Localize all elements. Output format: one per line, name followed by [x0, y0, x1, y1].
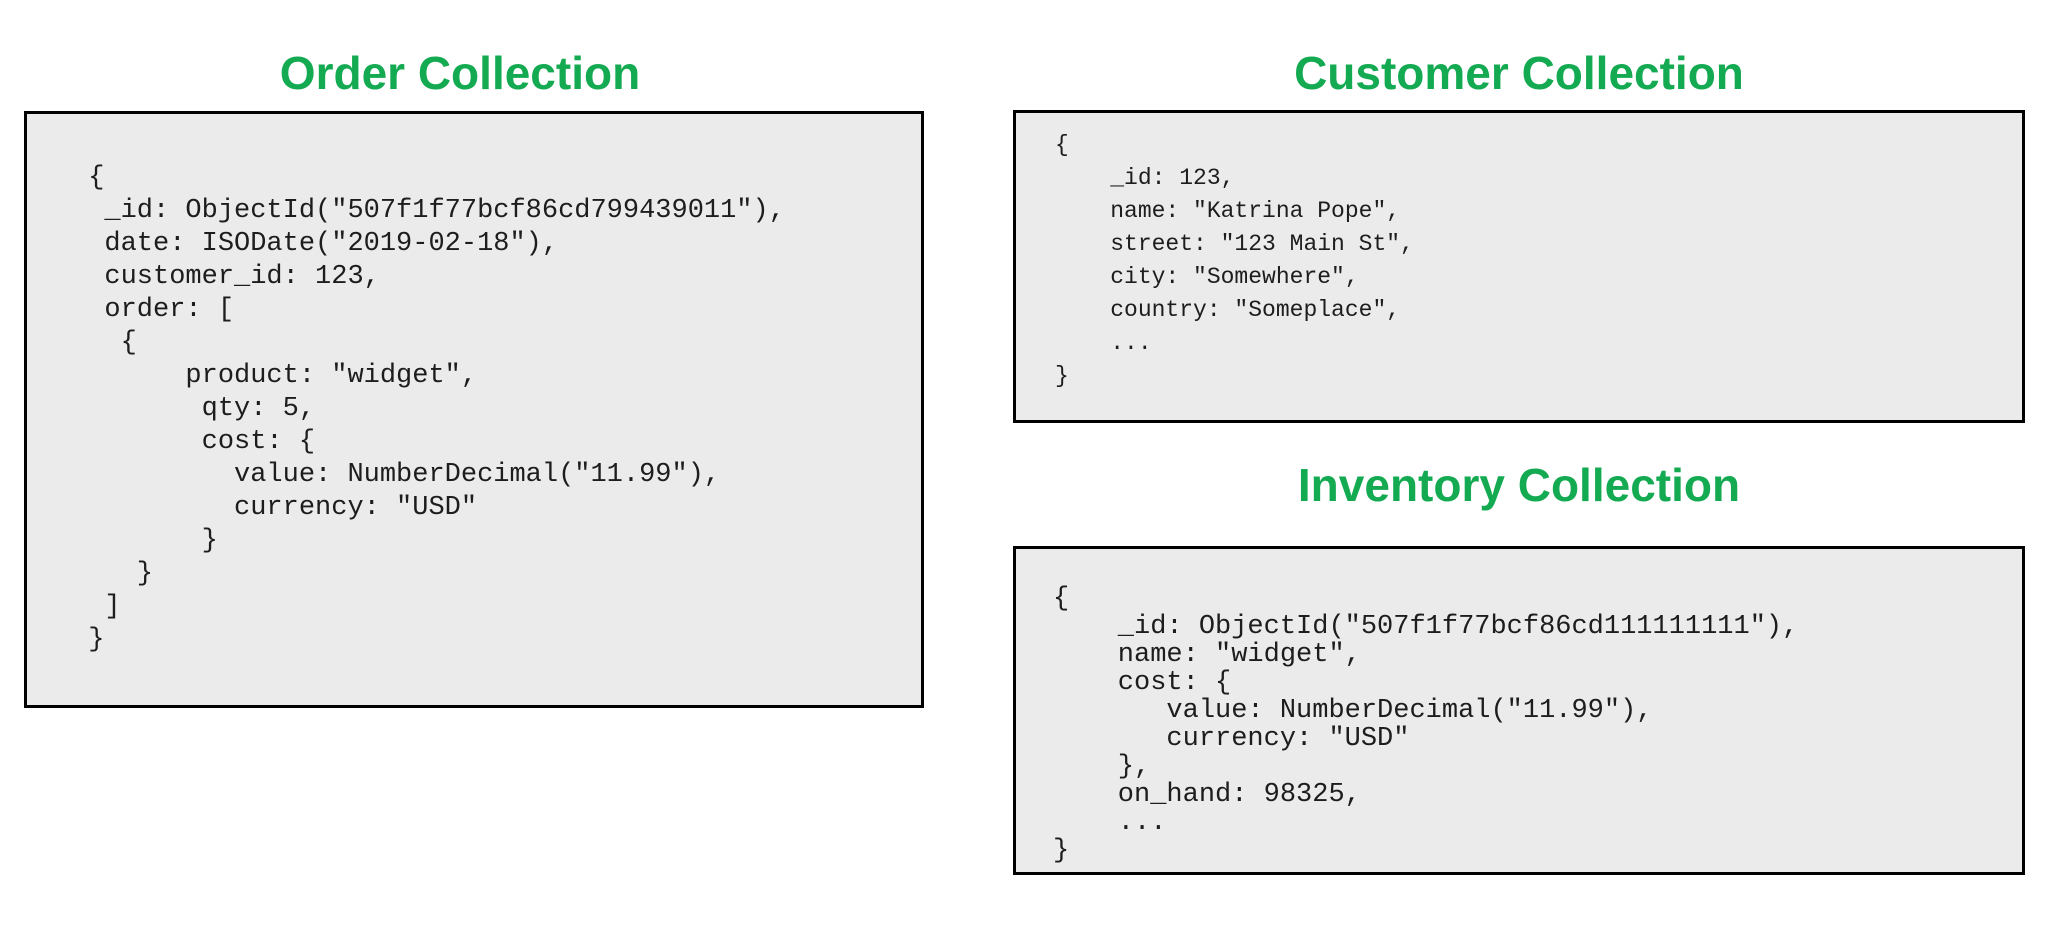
customer-collection-code: { _id: 123, name: "Katrina Pope", street… [1055, 132, 1414, 389]
customer-collection-title: Customer Collection [1294, 47, 1744, 99]
customer-collection-codebox: { _id: 123, name: "Katrina Pope", street… [1013, 110, 2025, 423]
inventory-collection-codebox: { _id: ObjectId("507f1f77bcf86cd11111111… [1013, 546, 2025, 875]
order-collection-title: Order Collection [279, 47, 641, 99]
inventory-collection-code: { _id: ObjectId("507f1f77bcf86cd11111111… [1053, 584, 1799, 866]
order-collection-code: { _id: ObjectId("507f1f77bcf86cd79943901… [88, 163, 785, 655]
order-collection-codebox: { _id: ObjectId("507f1f77bcf86cd79943901… [24, 111, 924, 708]
inventory-collection-title: Inventory Collection [1297, 459, 1741, 511]
